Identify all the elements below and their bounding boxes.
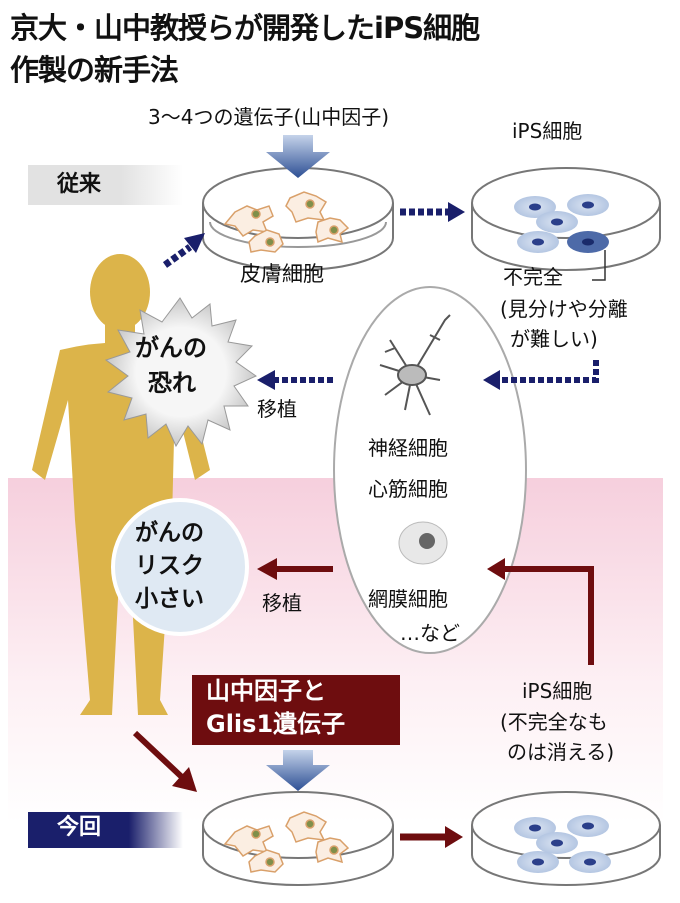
cancer-fear-2: 恐れ	[148, 369, 196, 397]
ips-cells-icon	[514, 194, 611, 873]
etc-label: …など	[400, 621, 460, 645]
heart-cell-label: 心筋細胞	[368, 477, 448, 501]
title-line-1: 京大・山中教授らが開発したiPS細胞	[10, 11, 480, 45]
cancer-fear-1: がんの	[135, 334, 207, 362]
low-risk-3: 小さい	[135, 586, 204, 612]
incomplete-note-1: (見分けや分離	[500, 297, 628, 321]
ips-label-new: iPS細胞	[522, 679, 593, 703]
differentiated-cells-oval	[333, 286, 527, 654]
new-label-box	[28, 812, 183, 848]
factors-box	[192, 675, 400, 745]
genes-label: 3～4つの遺伝子(山中因子)	[148, 105, 390, 129]
retina-cell-icon	[398, 521, 448, 565]
conventional-arrows	[162, 202, 599, 390]
retina-cell-label: 網膜細胞	[368, 587, 448, 611]
low-risk-circle	[111, 498, 249, 636]
nerve-cell-label: 神経細胞	[368, 436, 448, 460]
dish-ips-new	[471, 791, 661, 886]
conventional-label-box	[28, 165, 183, 205]
dish-ips-conventional	[471, 167, 661, 271]
new-label: 今回	[57, 815, 102, 840]
dish-skin-new	[202, 791, 394, 886]
cancer-fear-burst	[104, 297, 258, 448]
nerve-cell-icon	[379, 314, 451, 416]
title-line-2: 作製の新手法	[10, 53, 179, 87]
gene-arrow-new	[266, 750, 330, 791]
incomplete-bracket	[592, 250, 606, 281]
ips-note-2: のは消える)	[507, 740, 615, 764]
gene-arrow-conventional	[266, 135, 330, 178]
factors-line-2: Glis1遺伝子	[206, 710, 346, 738]
factors-line-1: 山中因子と	[206, 677, 326, 705]
low-risk-1: がんの	[135, 520, 204, 546]
skin-cells-label: 皮膚細胞	[240, 262, 324, 286]
new-method-arrows	[132, 558, 594, 848]
incomplete-label: 不完全	[503, 265, 563, 289]
transplant-label-conventional: 移植	[257, 397, 297, 421]
incomplete-note-2: が難しい)	[510, 327, 598, 351]
ips-label-conventional: iPS細胞	[512, 119, 583, 143]
ips-note-1: (不完全なも	[500, 710, 608, 734]
transplant-label-new: 移植	[262, 591, 302, 615]
skin-cells-icon	[223, 191, 350, 873]
conventional-label: 従来	[57, 172, 102, 197]
low-risk-2: リスク	[135, 553, 204, 579]
